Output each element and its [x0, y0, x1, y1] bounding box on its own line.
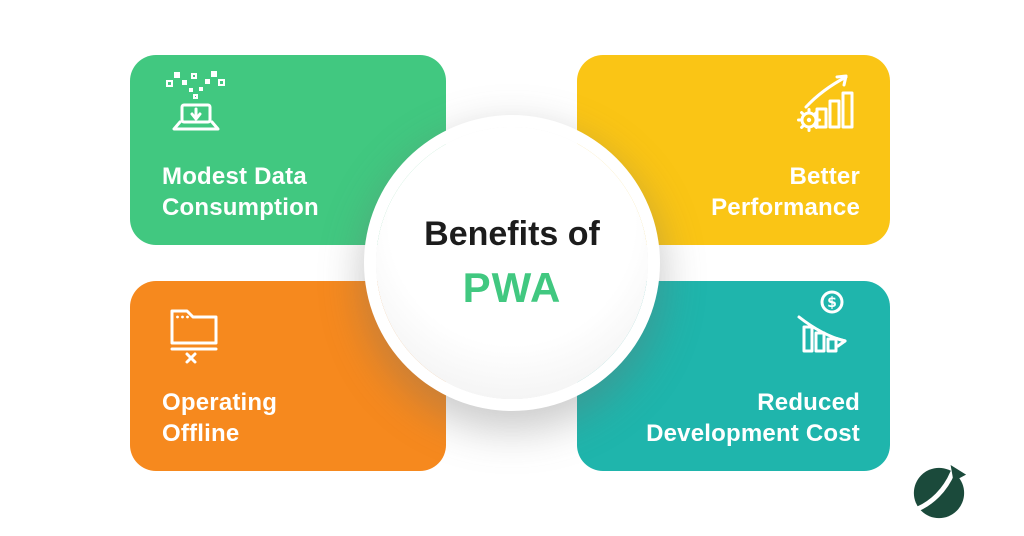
card-label-operating-offline: Operating Offline: [162, 387, 277, 449]
label-line: Offline: [162, 420, 240, 447]
svg-text:$: $: [827, 295, 837, 311]
label-line: Consumption: [162, 194, 319, 221]
spartan-helmet-logo-icon: [913, 464, 967, 519]
offline-folder-icon: [170, 309, 218, 364]
cost-reduction-icon: $: [797, 290, 847, 353]
label-line: Better: [789, 163, 860, 190]
performance-growth-icon: [797, 74, 854, 132]
label-line: Reduced: [757, 389, 860, 416]
center-title-accent: PWA: [462, 263, 562, 311]
data-consumption-icon: [166, 71, 225, 131]
label-line: Modest Data: [162, 163, 307, 190]
card-label-better-performance: Better Performance: [711, 161, 860, 223]
label-line: Operating: [162, 389, 278, 416]
center-circle: Benefits of PWA: [376, 127, 648, 399]
card-modest-data-consumption: Modest Data Consumption: [130, 55, 446, 245]
label-line: Development Cost: [646, 420, 860, 447]
card-label-modest-data-consumption: Modest Data Consumption: [162, 161, 319, 223]
label-line: Performance: [711, 194, 860, 221]
card-label-reduced-development-cost: Reduced Development Cost: [646, 387, 860, 449]
center-title: Benefits of: [424, 214, 600, 253]
